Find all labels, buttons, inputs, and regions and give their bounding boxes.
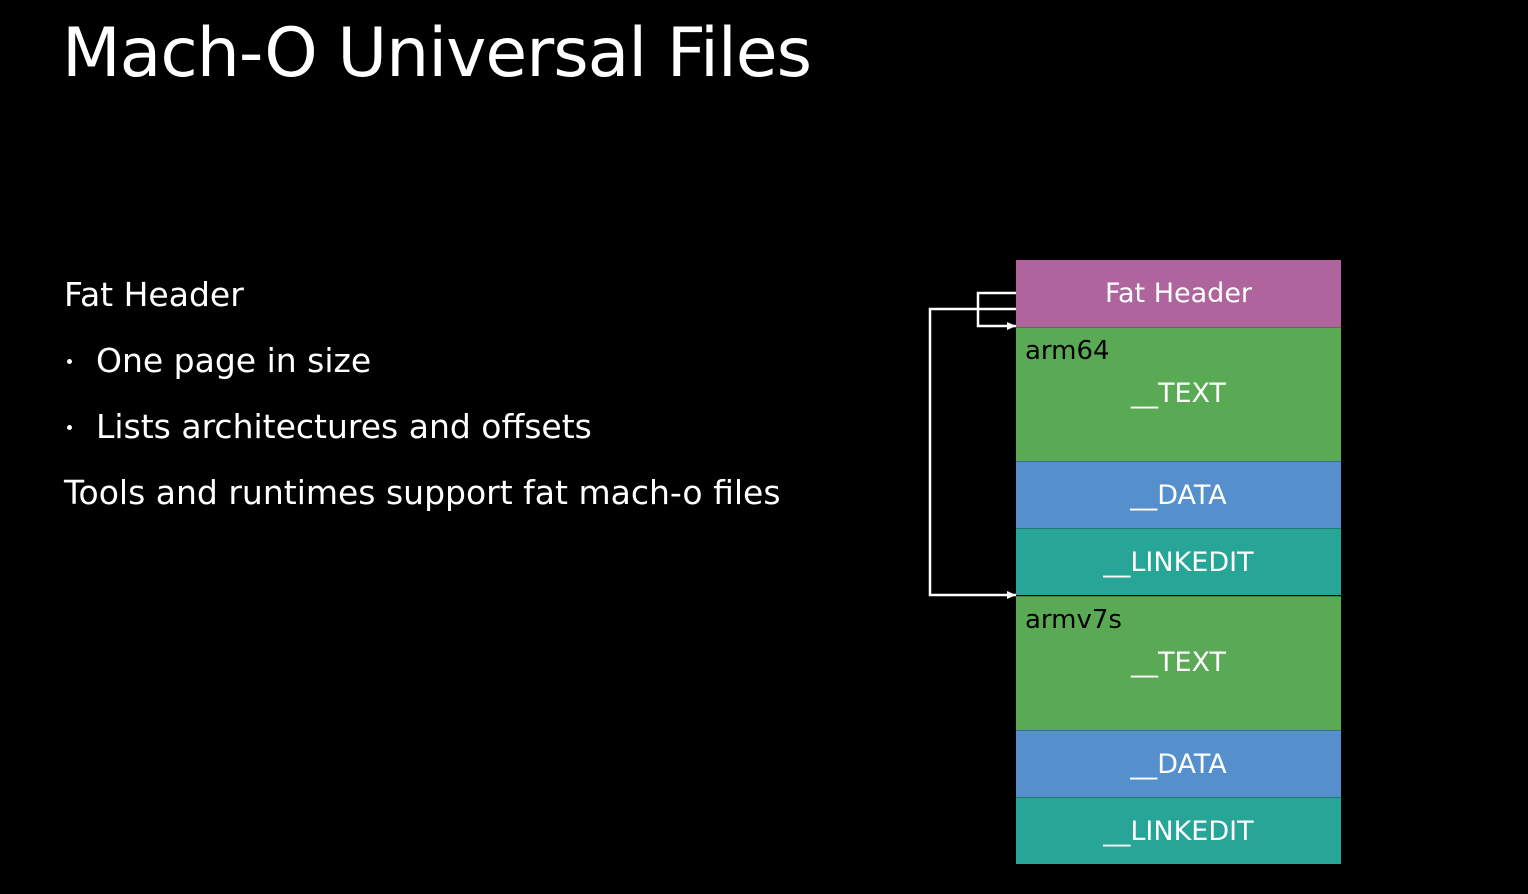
bullet-item: One page in size bbox=[64, 328, 781, 394]
armv7s-text-segment: armv7s __TEXT bbox=[1016, 596, 1341, 730]
bullet-text: One page in size bbox=[96, 341, 372, 380]
arm64-text-segment: arm64 __TEXT bbox=[1016, 327, 1341, 461]
armv7s-linkedit-segment: __LINKEDIT bbox=[1016, 797, 1341, 864]
mach-o-diagram: Fat Header arm64 __TEXT __DATA __LINKEDI… bbox=[920, 250, 1360, 880]
heading-fat-header: Fat Header bbox=[64, 275, 244, 314]
slide-title: Mach-O Universal Files bbox=[62, 14, 812, 93]
fat-header-block: Fat Header bbox=[1016, 260, 1341, 327]
segment-label: __DATA bbox=[1130, 748, 1227, 780]
arch-label-armv7s: armv7s bbox=[1025, 605, 1122, 635]
segment-label: __DATA bbox=[1130, 479, 1227, 511]
closing-statement: Tools and runtimes support fat mach-o fi… bbox=[64, 473, 781, 512]
armv7s-data-segment: __DATA bbox=[1016, 730, 1341, 797]
offset-arrow-armv7s bbox=[928, 307, 1016, 599]
arch-label-arm64: arm64 bbox=[1025, 336, 1110, 366]
bullet-text: Lists architectures and offsets bbox=[96, 407, 592, 446]
segment-label: __TEXT bbox=[1130, 647, 1227, 678]
fat-header-label: Fat Header bbox=[1104, 278, 1253, 309]
arm64-linkedit-segment: __LINKEDIT bbox=[1016, 528, 1341, 595]
arm64-data-segment: __DATA bbox=[1016, 461, 1341, 528]
offset-arrows bbox=[928, 291, 1016, 599]
segment-label: __LINKEDIT bbox=[1103, 546, 1254, 578]
bullet-dot-icon bbox=[67, 424, 72, 430]
slide-body: Fat Header One page in size Lists archit… bbox=[64, 262, 781, 526]
segment-label: __TEXT bbox=[1130, 378, 1227, 409]
bullet-item: Lists architectures and offsets bbox=[64, 394, 781, 460]
bullet-dot-icon bbox=[67, 358, 72, 364]
segment-label: __LINKEDIT bbox=[1103, 815, 1254, 847]
